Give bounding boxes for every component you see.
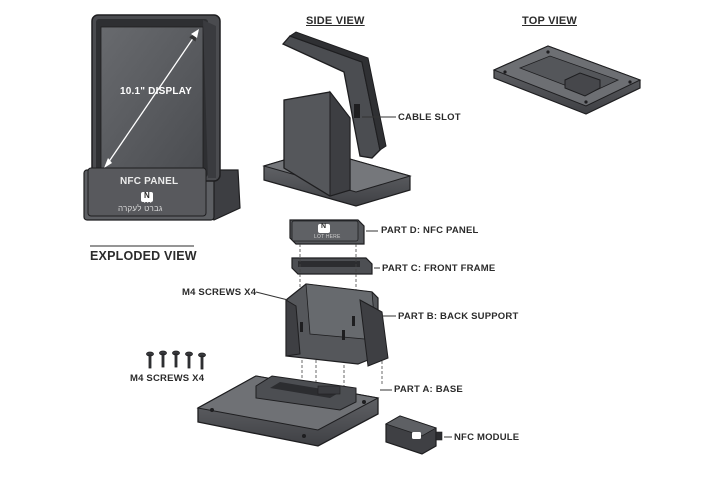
tablet-edge bbox=[203, 20, 216, 178]
loose-screw-shaft-5 bbox=[200, 355, 204, 370]
part-d-label: PART D: NFC PANEL bbox=[381, 225, 479, 236]
part-d-logo-box bbox=[318, 224, 330, 233]
nfc-module-top bbox=[385, 415, 437, 437]
nfc-panel-label: NFC PANEL bbox=[120, 176, 179, 187]
top-screw-hole-1 bbox=[503, 70, 507, 74]
part-a-module-bay bbox=[317, 385, 341, 395]
part-b-back-support bbox=[285, 283, 396, 367]
part-c-label: PART C: FRONT FRAME bbox=[382, 263, 496, 274]
nfc-panel-logo-text: N bbox=[144, 191, 150, 200]
display-diagonal-arrow bbox=[107, 32, 197, 164]
screws-upper-label: M4 SCREWS x4 bbox=[182, 287, 257, 298]
part-a-hole-2 bbox=[302, 434, 306, 438]
nfc-module-logo-box bbox=[412, 432, 421, 439]
nfc-module-connector bbox=[435, 431, 443, 441]
part-b-label: PART B: BACK SUPPORT bbox=[398, 311, 519, 322]
display-diagonal-arrowhead-top bbox=[191, 29, 199, 38]
loose-screw-shaft-1 bbox=[148, 354, 152, 369]
screws-upper-leader bbox=[255, 291, 289, 301]
top-screw-hole-4 bbox=[584, 100, 588, 104]
loose-screw-shaft-3 bbox=[174, 353, 178, 368]
top-module bbox=[564, 72, 601, 97]
part-a-base bbox=[196, 375, 392, 447]
cable-slot-label: CABLE SLOT bbox=[398, 112, 461, 123]
part-a-hole-3 bbox=[362, 400, 366, 404]
part-b-screw-1 bbox=[300, 322, 303, 332]
side-view-device bbox=[262, 31, 412, 207]
part-c-slot bbox=[298, 261, 360, 267]
screws-lower-label: M4 SCREWS x4 bbox=[130, 373, 205, 384]
loose-screws bbox=[146, 350, 206, 370]
nfc-module bbox=[385, 415, 452, 455]
side-view-title: SIDE VIEW bbox=[306, 15, 365, 27]
front-view-device: ((( bbox=[83, 14, 241, 221]
display-diagonal-arrowhead bbox=[104, 158, 112, 168]
top-screw-hole-2 bbox=[546, 50, 550, 54]
cable-slot bbox=[354, 104, 360, 118]
top-view-device bbox=[492, 45, 642, 115]
exploded-view-title: EXPLODED VIEW bbox=[90, 249, 197, 263]
front-nfc-logo-box bbox=[141, 192, 153, 202]
part-d-nfc-panel bbox=[289, 219, 378, 245]
loose-screw-shaft-2 bbox=[161, 353, 165, 368]
side-tablet-edge bbox=[288, 31, 387, 151]
part-a-hole-1 bbox=[210, 408, 214, 412]
display-size-label: 10.1" DISPLAY bbox=[120, 86, 193, 97]
part-b-leg-right bbox=[359, 299, 389, 367]
part-d-logo-text: N bbox=[321, 223, 327, 230]
part-c-front-frame bbox=[291, 257, 380, 275]
top-view-title: TOP VIEW bbox=[522, 15, 577, 27]
side-support-edge bbox=[329, 90, 351, 197]
part-b-screw-2 bbox=[342, 330, 345, 340]
part-a-label: PART A: BASE bbox=[394, 384, 463, 395]
nfc-module-label: NFC MODULE bbox=[454, 432, 520, 443]
part-b-screw-3 bbox=[352, 316, 355, 326]
nfc-panel-hebrew-text: גברט לעקרה bbox=[118, 204, 163, 213]
loose-screw-shaft-4 bbox=[187, 354, 191, 369]
part-d-panel-text: LOT HERE bbox=[314, 234, 341, 240]
top-screw-hole-3 bbox=[628, 80, 632, 84]
part-b-leg-left bbox=[285, 299, 301, 357]
